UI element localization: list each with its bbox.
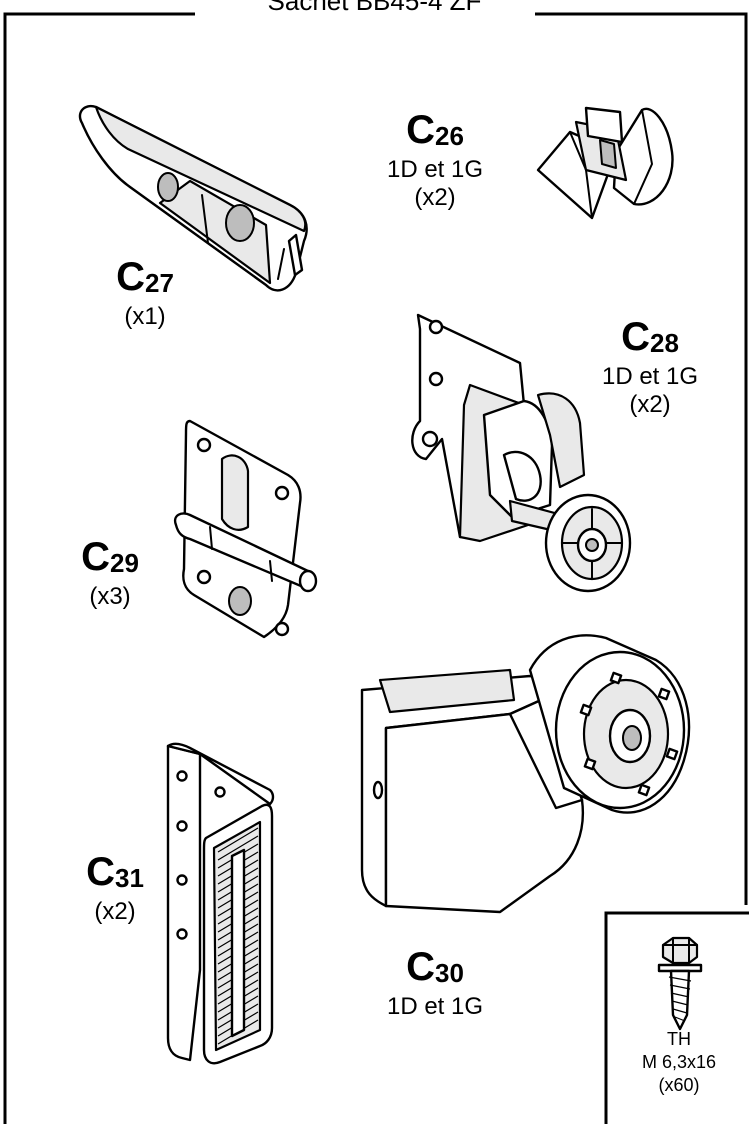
part-c28-label: C28 1D et 1G (x2) xyxy=(575,315,725,419)
part-code: C27 xyxy=(116,255,174,299)
part-c31-illustration xyxy=(166,742,275,1065)
part-code: C30 xyxy=(406,945,464,989)
part-c30-label: C30 1D et 1G xyxy=(360,945,510,1021)
part-code: C26 xyxy=(406,108,464,152)
part-c27-illustration xyxy=(78,104,308,292)
screw-label: TH M 6,3x16 (x60) xyxy=(641,1029,717,1095)
part-c28-illustration xyxy=(411,313,632,593)
part-c30-illustration xyxy=(360,634,691,914)
part-c31-label: C31 (x2) xyxy=(70,850,160,926)
sheet-title: Sachet BB45-4 ZF xyxy=(0,0,749,16)
part-c27-label: C27 (x1) xyxy=(90,255,200,331)
part-c29-label: C29 (x3) xyxy=(60,535,160,611)
screw-inset-box xyxy=(604,911,749,1124)
part-code: C29 xyxy=(81,535,139,579)
part-code: C28 xyxy=(621,315,679,359)
screw-illustration xyxy=(657,936,703,1031)
part-c29-illustration xyxy=(173,419,318,639)
part-c26-label: C26 1D et 1G (x2) xyxy=(360,108,510,212)
part-c26-illustration xyxy=(536,106,674,220)
part-code: C31 xyxy=(86,850,144,894)
